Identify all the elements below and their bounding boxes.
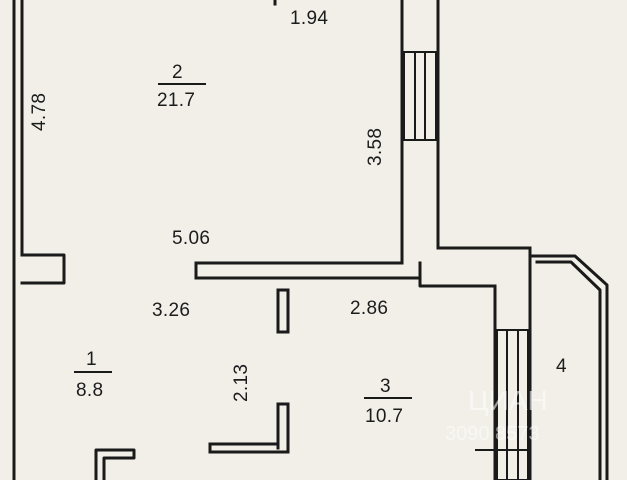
wall-room3-top (418, 276, 497, 288)
room4-number: 4 (556, 356, 567, 377)
watermark-code: 3090 8573 (445, 423, 540, 445)
dim-middle-width: 5.06 (172, 228, 210, 249)
partition-upper-caps (276, 288, 290, 334)
window-room2-panes (414, 52, 426, 140)
dim-corridor-height: 2.13 (231, 364, 252, 402)
partition-lower-foot (208, 442, 290, 454)
dim-room1-width: 3.26 (152, 300, 190, 321)
room3-area: 10.7 (365, 406, 403, 427)
balcony-inner (535, 260, 602, 480)
wall-left-niche (20, 253, 66, 285)
dim-top-width: 1.94 (290, 8, 328, 29)
dim-left-height: 4.78 (29, 93, 50, 131)
room2-area: 21.7 (157, 90, 195, 111)
room3-number: 3 (380, 376, 391, 397)
window-room2 (403, 51, 437, 141)
dim-room3-width: 2.86 (350, 298, 388, 319)
watermark-brand: ЦИАН (468, 385, 548, 416)
room1-area: 8.8 (76, 380, 103, 401)
dim-room2-right: 3.58 (365, 128, 386, 166)
window-room3 (496, 329, 529, 480)
watermark: ЦИАН 3090 8573 (445, 385, 548, 445)
walls (12, 0, 609, 480)
room1-number: 1 (86, 349, 97, 370)
window-room3-panes (506, 330, 519, 480)
room2-number: 2 (172, 62, 183, 83)
balcony-outer (528, 254, 609, 480)
labels: 1.94 2 21.7 4.78 3.58 5.06 3.26 2.86 1 8… (29, 8, 567, 427)
fixture-bottom (94, 448, 136, 480)
